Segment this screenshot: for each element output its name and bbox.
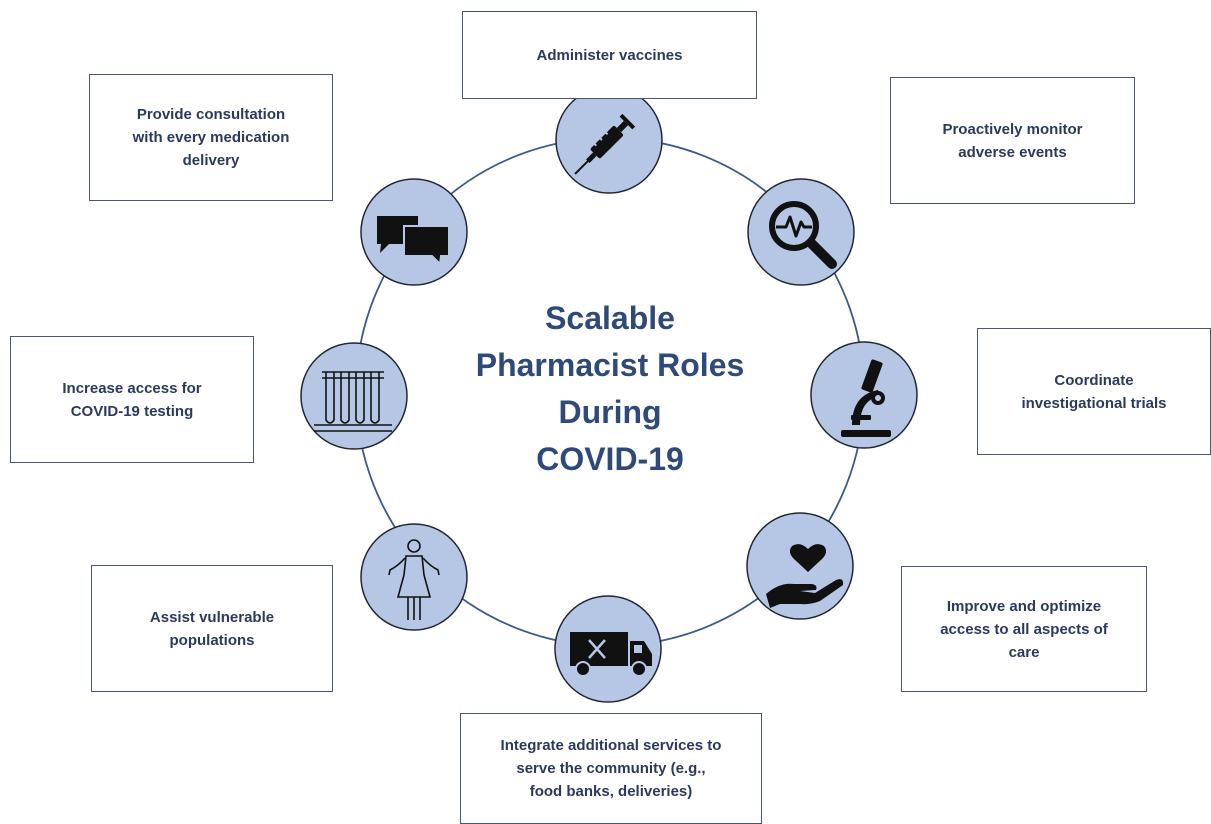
role-box-access-to-care: Improve and optimize access to all aspec… [901, 566, 1147, 692]
role-text-line: access to all aspects of [940, 620, 1108, 638]
node-chat-bubbles [360, 178, 468, 286]
node-magnifier [747, 178, 855, 286]
role-text-line: Integrate additional services to [500, 737, 722, 754]
role-text-line: adverse events [958, 143, 1067, 161]
title-line-2: Pharmacist Roles [475, 347, 745, 383]
test-tubes-icon [314, 371, 392, 432]
role-text-line: populations [169, 631, 255, 649]
node-syringe [555, 86, 663, 194]
role-text-line: investigational trials [1021, 394, 1167, 412]
role-text-line: Administer vaccines [536, 46, 683, 64]
role-text-line: Improve and optimize [946, 597, 1102, 615]
role-box-consultation: Provide consultation with every medicati… [89, 74, 333, 201]
delivery-truck-icon [570, 632, 652, 677]
node-heart-hand [746, 512, 854, 620]
role-box-investigational-trials: Coordinate investigational trials [977, 328, 1211, 455]
role-text-line: care [1008, 643, 1040, 661]
title-line-1: Scalable [545, 300, 675, 336]
role-text-line: COVID-19 testing [70, 402, 194, 420]
role-text-line: with every medication [132, 129, 290, 146]
microscope-icon [841, 359, 891, 437]
magnifier-pulse-icon [769, 201, 837, 269]
title-line-3: During [558, 394, 662, 430]
title-line-4: COVID-19 [536, 441, 684, 477]
node-test-tubes [300, 342, 408, 450]
role-text-line: serve the community (e.g., [516, 760, 706, 777]
diagram-title: Scalable Pharmacist Roles During COVID-1… [460, 295, 760, 483]
role-box-monitor-adverse-events: Proactively monitor adverse events [890, 77, 1135, 204]
syringe-icon [574, 113, 636, 175]
role-text-line: delivery [182, 152, 240, 169]
role-box-vulnerable-populations: Assist vulnerable populations [91, 565, 333, 692]
role-text-line: Provide consultation [136, 106, 286, 123]
person-icon [388, 539, 440, 620]
heart-hand-icon [766, 544, 844, 608]
chat-bubbles-icon [377, 216, 450, 267]
role-text-line: Coordinate [1054, 371, 1134, 389]
role-text-line: Assist vulnerable [149, 608, 275, 626]
role-text-line: Proactively monitor [942, 120, 1083, 138]
role-text-line: Increase access for [62, 379, 202, 397]
node-microscope [810, 341, 918, 449]
role-box-administer-vaccines: Administer vaccines [462, 11, 757, 99]
role-box-covid-testing: Increase access for COVID-19 testing [10, 336, 254, 463]
node-delivery-truck [554, 595, 662, 703]
node-person [360, 523, 468, 631]
role-box-community-services: Integrate additional services to serve t… [460, 713, 762, 824]
role-text-line: food banks, deliveries) [529, 783, 693, 800]
